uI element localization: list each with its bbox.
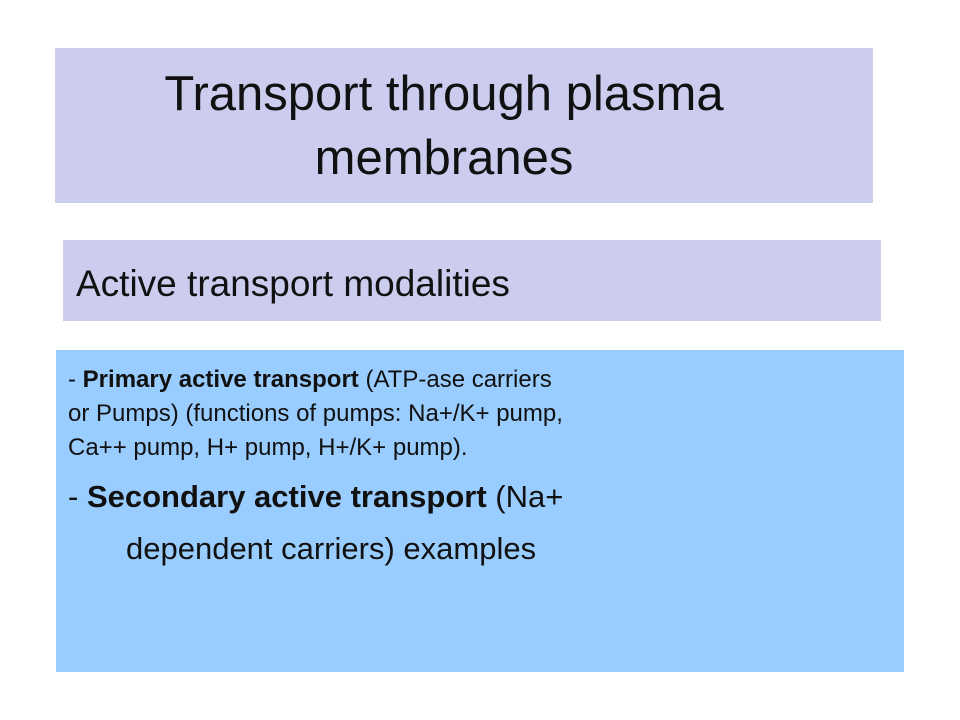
content-box: - Primary active transport (ATP-ase carr… xyxy=(56,350,904,672)
term-secondary-active-transport: Secondary active transport xyxy=(86,479,487,514)
slide-title-line-1: Transport through plasma xyxy=(164,66,724,121)
term-primary-active-transport: Primary active transport xyxy=(82,366,359,393)
bullet-text: dependent carriers) examples xyxy=(126,531,537,566)
bullet-dash: - xyxy=(68,366,83,393)
bullet-text: Ca++ pump, H+ pump, H+/K+ pump). xyxy=(68,434,468,461)
subtitle-box: Active transport modalities xyxy=(63,240,881,321)
bullet-text: (Na+ xyxy=(486,479,564,514)
slide-subtitle: Active transport modalities xyxy=(76,262,510,304)
slide-title-line-2: membranes xyxy=(314,130,574,185)
bullet-dash: - xyxy=(68,479,87,514)
bullet-secondary-active-transport: - Secondary active transport (Na+ depend… xyxy=(68,471,892,575)
bullet-primary-active-transport: - Primary active transport (ATP-ase carr… xyxy=(68,363,892,465)
title-box: Transport through plasma membranes xyxy=(55,48,873,203)
bullet-text: or Pumps) (functions of pumps: Na+/K+ pu… xyxy=(68,400,563,427)
bullet-text: (ATP-ase carriers xyxy=(358,366,552,393)
